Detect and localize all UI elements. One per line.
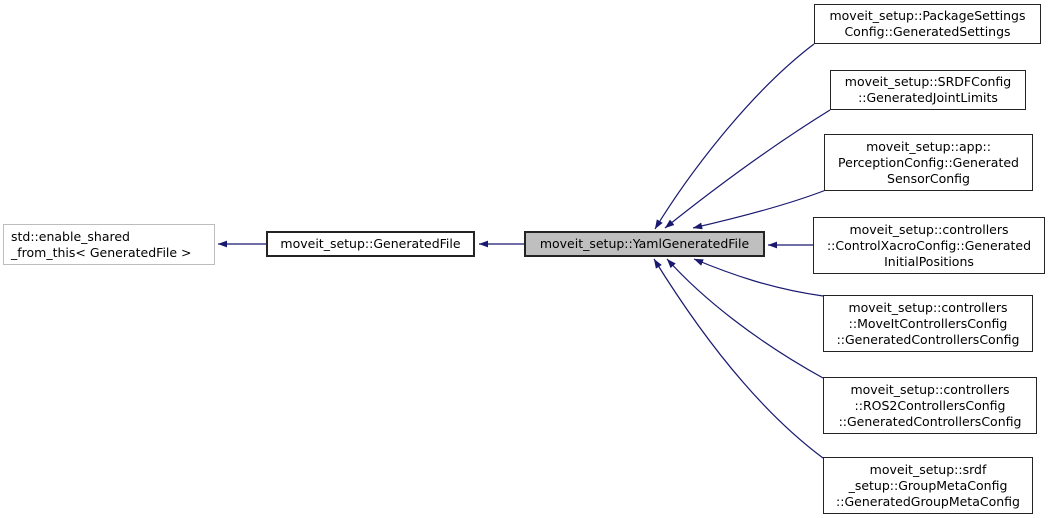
edge-ros2-controllers-to-current: [666, 258, 824, 379]
edge-perception-sensor-to-current: [692, 189, 827, 230]
node-label-line: ::GeneratedControllersConfig: [836, 331, 1020, 347]
node-label-line: ::GeneratedControllersConfig: [838, 413, 1022, 429]
node-label-line: ::GeneratedJointLimits: [858, 90, 998, 105]
node-label-line: moveit_setup::controllers: [848, 299, 1008, 315]
edge-group-meta-to-current: [653, 258, 824, 459]
node-label-line: ::GeneratedGroupMetaConfig: [836, 493, 1020, 509]
node-moveit-controllers-generated-controllers-config[interactable]: moveit_setup::controllers ::MoveItContro…: [823, 295, 1033, 352]
node-perception-generated-sensor-config[interactable]: moveit_setup::app:: PerceptionConfig::Ge…: [824, 134, 1033, 191]
node-label-line: std::enable_shared: [11, 228, 130, 244]
node-label-line: _setup::GroupMetaConfig: [848, 477, 1008, 493]
node-label-line: moveit_setup::srdf: [869, 461, 987, 477]
node-control-xacro-generated-initial-positions[interactable]: moveit_setup::controllers ::ControlXacro…: [813, 217, 1045, 274]
node-label-line: moveit_setup::app::: [866, 138, 991, 154]
edge-moveit-controllers-to-current: [693, 258, 824, 297]
edge-package-settings-to-current: [654, 43, 815, 230]
node-label-line: PerceptionConfig::Generated: [838, 154, 1019, 170]
node-label-line: moveit_setup::controllers: [849, 221, 1009, 237]
node-yaml-generated-file: moveit_setup::YamlGeneratedFile: [524, 231, 765, 257]
node-label-line: moveit_setup::YamlGeneratedFile: [539, 236, 750, 251]
node-label-line: SensorConfig: [887, 170, 970, 186]
node-label-line: _from_this< GeneratedFile >: [11, 244, 192, 260]
node-std-enable-shared-from-this: std::enable_shared _from_this< Generated…: [3, 224, 215, 265]
node-group-meta-generated-group-meta-config[interactable]: moveit_setup::srdf _setup::GroupMetaConf…: [823, 457, 1033, 514]
node-package-settings-generated-settings[interactable]: moveit_setup::PackageSettings Config::Ge…: [814, 4, 1041, 44]
node-label-line: moveit_setup::GeneratedFile: [280, 236, 461, 251]
node-label-line: moveit_setup::controllers: [850, 381, 1010, 397]
node-label-line: ::ROS2ControllersConfig: [854, 397, 1006, 413]
edge-srdf-joint-limits-to-current: [664, 109, 831, 229]
node-label-line: ::ControlXacroConfig::Generated: [826, 237, 1032, 253]
node-label-line: Config::GeneratedSettings: [844, 24, 1011, 39]
node-label-line: ::MoveItControllersConfig: [848, 315, 1008, 331]
node-generated-file[interactable]: moveit_setup::GeneratedFile: [266, 231, 475, 257]
node-label-line: moveit_setup::PackageSettings: [829, 8, 1026, 23]
node-srdf-generated-joint-limits[interactable]: moveit_setup::SRDFConfig ::GeneratedJoin…: [830, 70, 1026, 110]
node-label-line: moveit_setup::SRDFConfig: [844, 74, 1012, 89]
node-ros2-controllers-generated-controllers-config[interactable]: moveit_setup::controllers ::ROS2Controll…: [823, 377, 1037, 434]
node-label-line: InitialPositions: [884, 253, 974, 269]
